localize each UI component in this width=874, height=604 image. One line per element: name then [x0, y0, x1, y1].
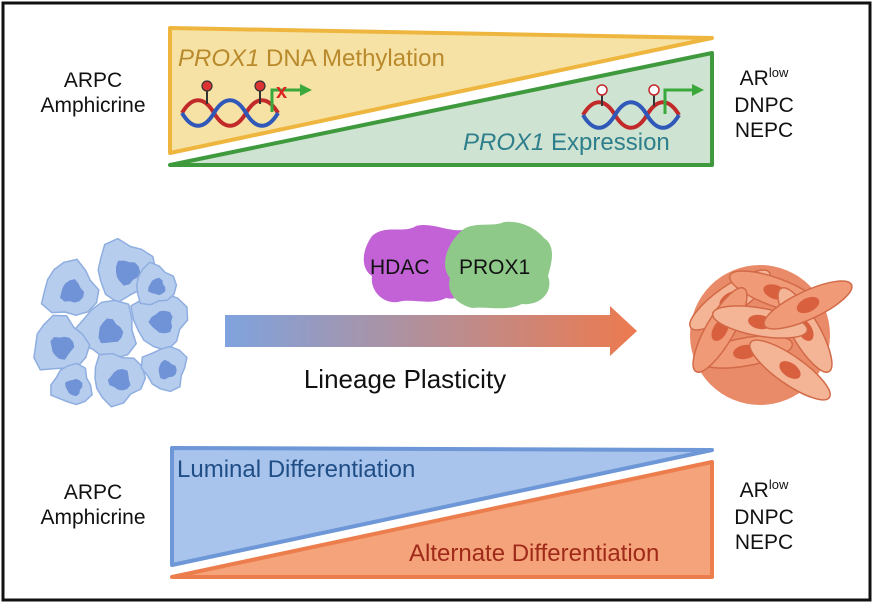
ar-low-sup: low — [768, 65, 789, 80]
prox1-label: PROX1 — [459, 256, 530, 279]
luminal-nucleus — [158, 359, 177, 380]
state-amphicrine: Amphicrine — [40, 506, 146, 529]
expression-gene: PROX1 — [463, 129, 544, 156]
state-arpc: ARPC — [63, 481, 123, 504]
expression-label: PROX1 Expression — [463, 129, 670, 156]
luminal-nucleus — [148, 277, 166, 296]
luminal-nucleus — [60, 279, 85, 303]
luminal-nucleus — [116, 260, 141, 286]
methylation-label-rest: DNA Methylation — [259, 45, 444, 72]
spindle-nucleus — [796, 296, 820, 314]
state-amphicrine: Amphicrine — [40, 94, 146, 117]
luminal-wedge — [170, 446, 714, 567]
spindle-cell — [749, 339, 831, 401]
luminal-cell-cluster — [33, 237, 189, 408]
luminal-label: Luminal Differentiation — [177, 456, 415, 483]
spindle-cell — [763, 280, 853, 330]
state-nepc: NEPC — [734, 119, 794, 142]
state-arpc: ARPC — [63, 69, 123, 92]
methylation-label: PROX1 DNA Methylation — [178, 45, 445, 72]
prox1-protein-shape — [445, 221, 552, 309]
state-dnpc: DNPC — [734, 506, 794, 529]
methylated-dna-icon: x — [180, 80, 312, 128]
state-nepc: NEPC — [734, 531, 794, 554]
ar-low-base: AR — [739, 479, 769, 502]
methylation-gene: PROX1 — [178, 45, 259, 72]
active-dna-icon — [581, 84, 704, 130]
ar-low-base: AR — [739, 67, 769, 90]
state-ar-low: ARlow — [714, 477, 814, 505]
process-label: Lineage Plasticity — [304, 364, 506, 394]
block-x-mark: x — [276, 81, 287, 103]
state-ar-low: ARlow — [714, 65, 814, 93]
luminal-nucleus — [98, 318, 124, 344]
expression-wedge — [168, 51, 714, 167]
top-right-states: ARlow DNPC NEPC — [714, 65, 814, 143]
expression-label-rest: Expression — [544, 129, 669, 156]
hdac-label: HDAC — [370, 256, 430, 279]
luminal-nucleus — [65, 378, 83, 397]
hdac-protein-shape — [363, 225, 473, 303]
alternate-wedge — [170, 460, 714, 579]
plastic-cell-cluster — [689, 265, 853, 405]
state-dnpc: DNPC — [734, 94, 794, 117]
luminal-nucleus — [107, 369, 131, 391]
ar-low-sup: low — [768, 477, 789, 492]
spindle-nucleus — [779, 361, 801, 379]
methylation-wedge — [168, 26, 714, 155]
bottom-left-states: ARPC Amphicrine — [24, 480, 162, 530]
top-left-states: ARPC Amphicrine — [24, 68, 162, 118]
luminal-nucleus — [50, 336, 75, 360]
bottom-right-states: ARlow DNPC NEPC — [714, 477, 814, 555]
luminal-nucleus — [148, 310, 173, 334]
lineage-arrow — [225, 306, 637, 356]
alternate-label: Alternate Differentiation — [409, 540, 659, 567]
